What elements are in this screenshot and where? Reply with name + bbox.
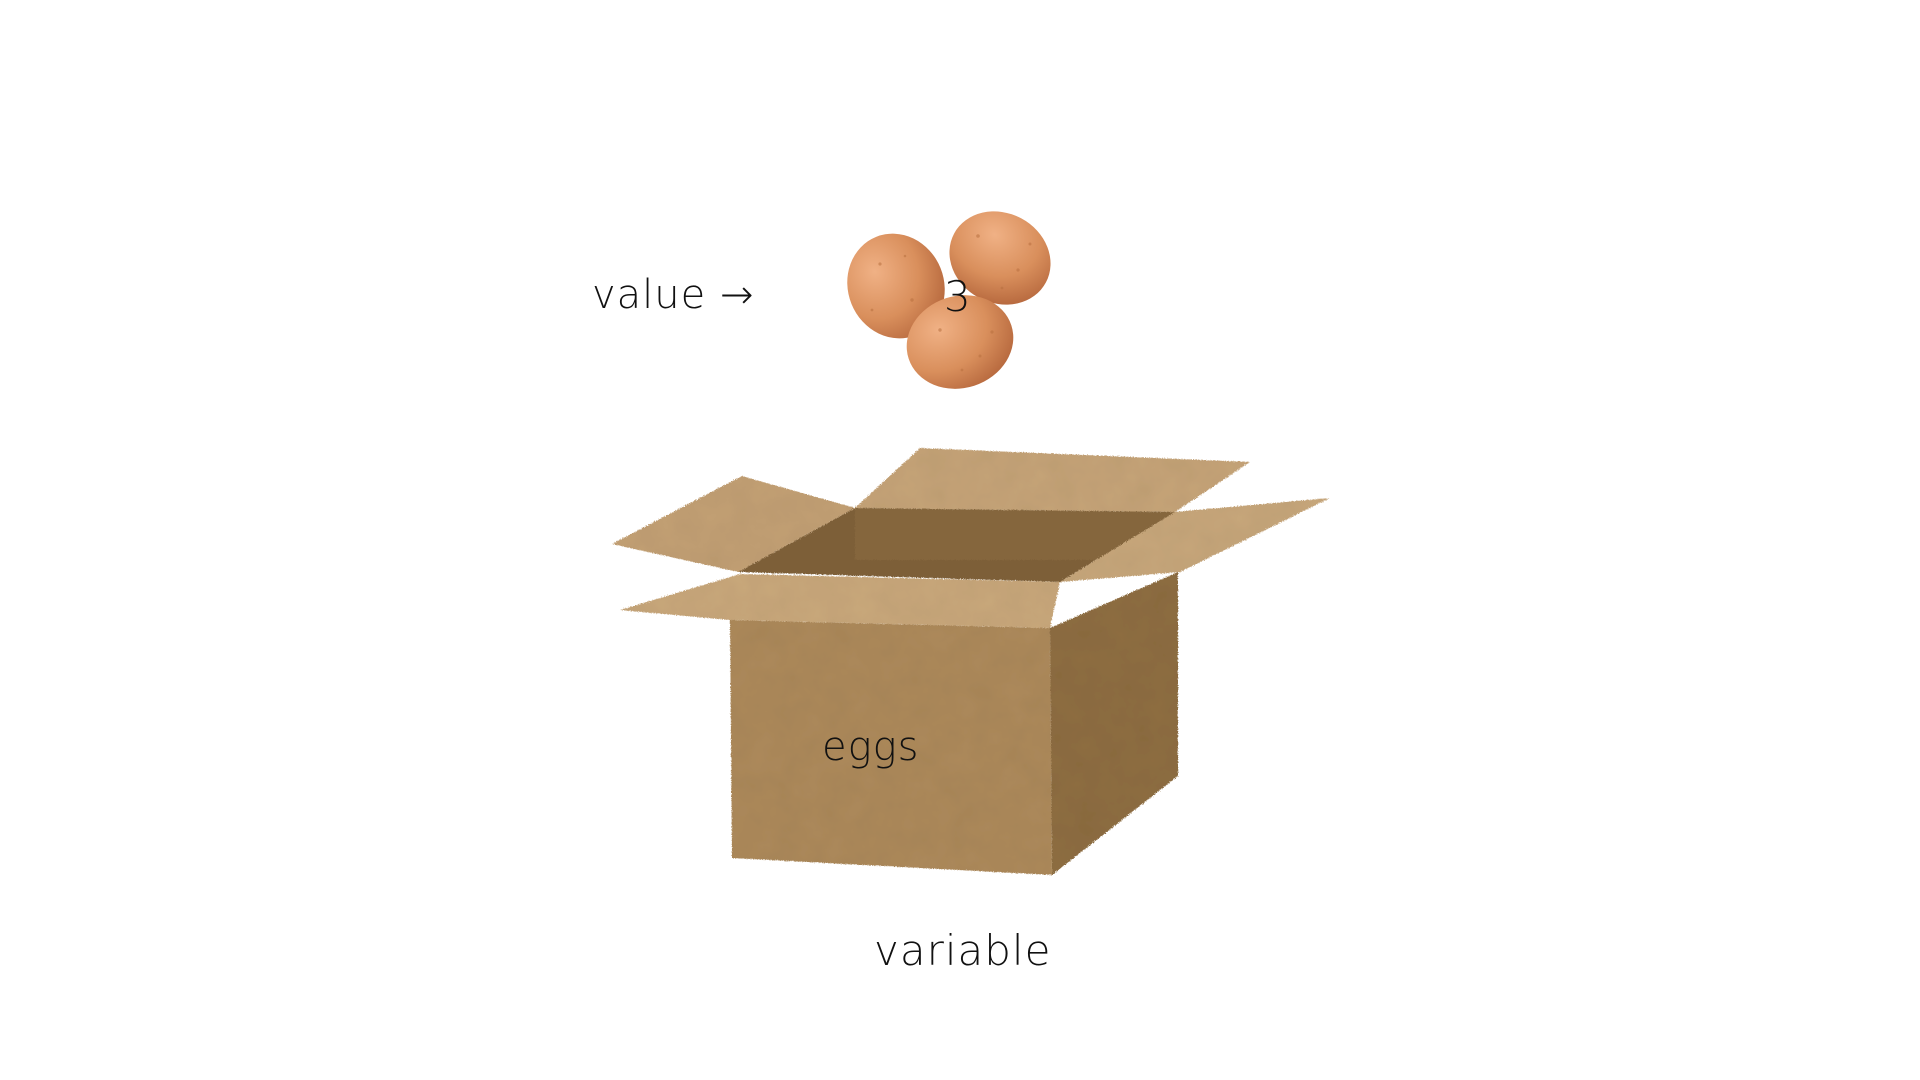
box-icon: [612, 448, 1330, 875]
value-label: value →: [592, 272, 755, 318]
box-right-flap: [1060, 498, 1330, 582]
value-number: 3: [944, 272, 972, 321]
egg-icon: [949, 211, 1051, 305]
box-back-flap: [855, 448, 1250, 512]
box-front-flap: [620, 574, 1060, 628]
eggs-icon: [847, 211, 1051, 389]
egg-icon: [847, 233, 945, 339]
box-label: eggs: [822, 724, 920, 770]
variable-caption: variable: [874, 926, 1052, 975]
egg-icon: [906, 295, 1014, 389]
box-left-flap: [612, 476, 855, 572]
box-side-panel: [1050, 572, 1178, 875]
box-front-panel: [730, 620, 1052, 875]
